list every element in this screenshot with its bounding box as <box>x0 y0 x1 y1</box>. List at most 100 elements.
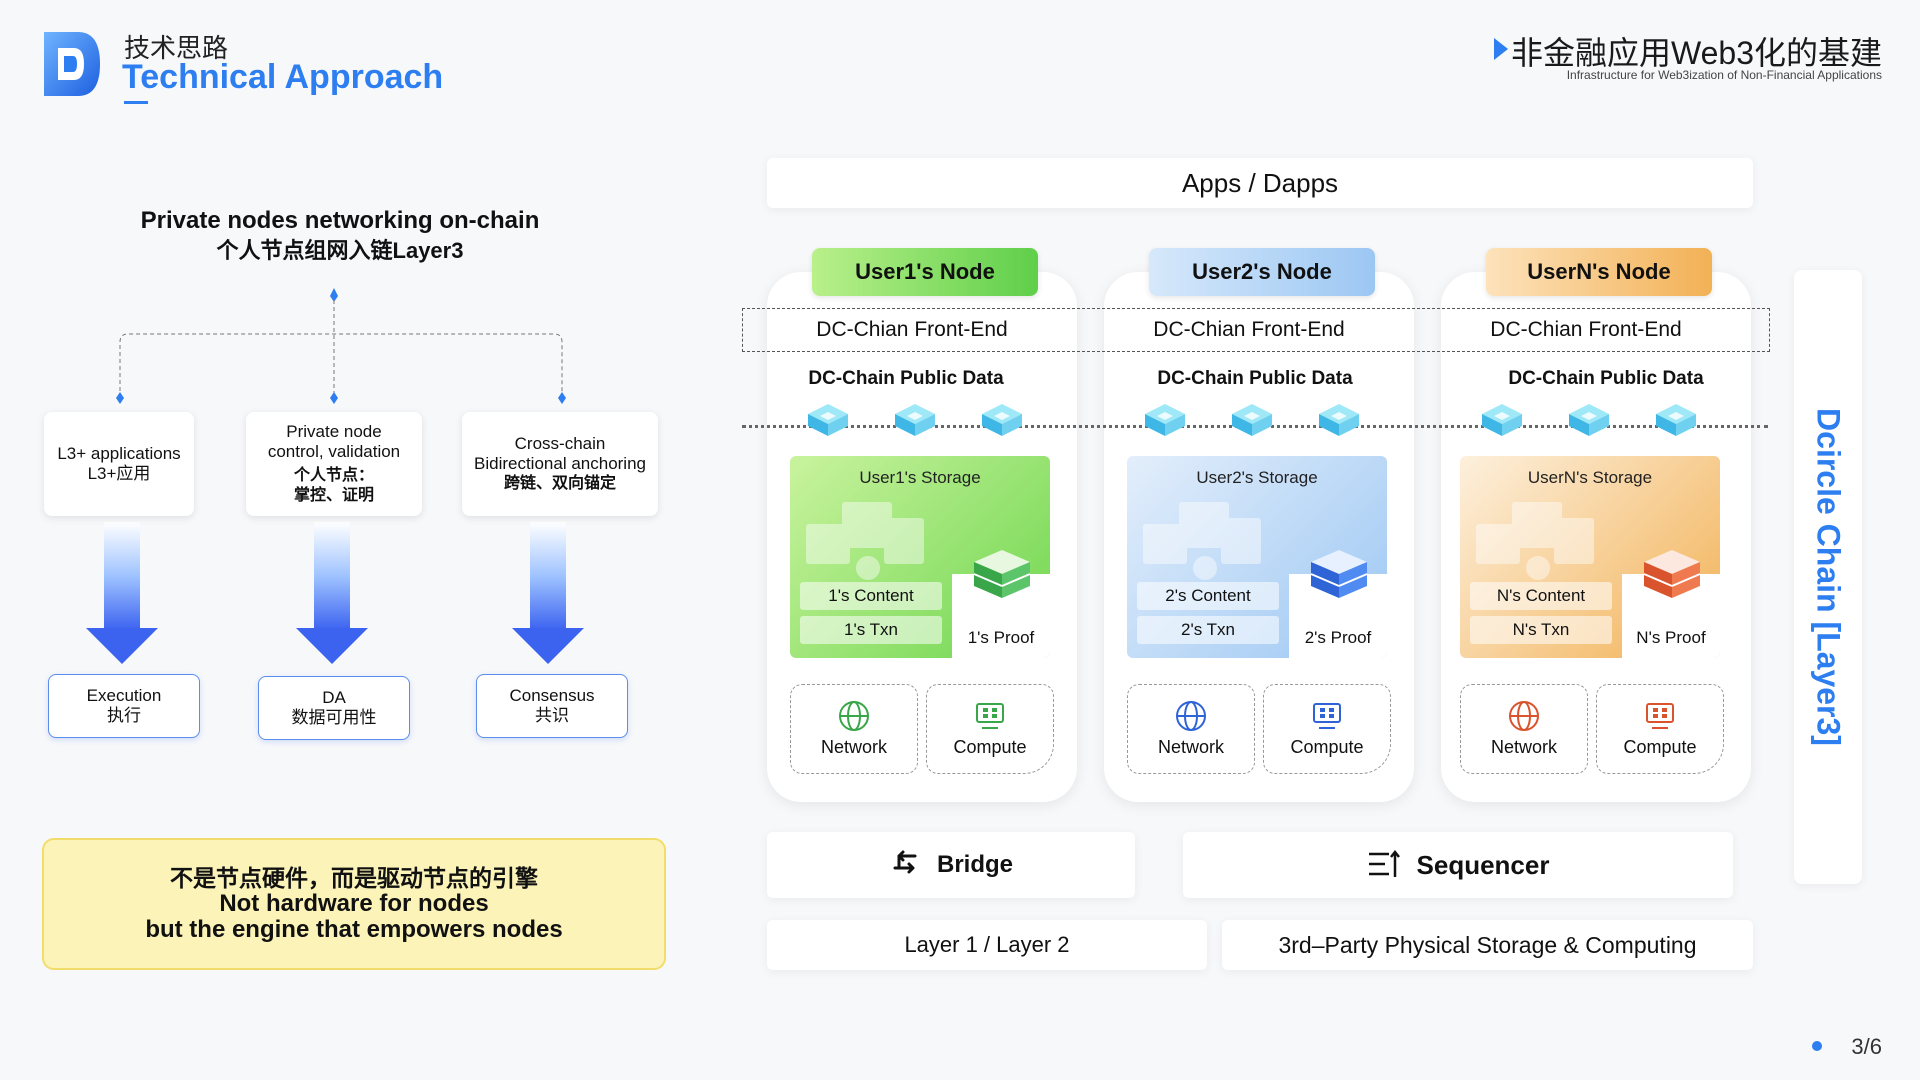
compute-grid-icon <box>976 703 1004 729</box>
arrow-down-1 <box>86 522 158 664</box>
network-card-1: Network <box>790 684 918 774</box>
box-l3-applications: L3+ applications L3+应用 <box>44 412 194 516</box>
compute-card-2: Compute <box>1263 684 1391 774</box>
note-en2: but the engine that empowers nodes <box>145 916 563 943</box>
execution-cn: 执行 <box>107 706 141 725</box>
box-cross-chain: Cross-chain Bidirectional anchoring 跨链、双… <box>462 412 658 516</box>
cube-icon <box>808 404 848 436</box>
slide-subtitle: Infrastructure for Web3ization of Non-Fi… <box>1566 68 1882 82</box>
cube-icon <box>982 404 1022 436</box>
compute-card-1: Compute <box>926 684 1054 774</box>
dcircle-chain-label: Dcircle Chain [Layer3] <box>1810 408 1847 746</box>
compute-card-3: Compute <box>1596 684 1724 774</box>
public-data-cubes <box>808 404 1696 436</box>
sequencer-label: Sequencer <box>1416 849 1550 880</box>
txn-pill-2: 2's Txn <box>1137 616 1279 644</box>
play-triangle-icon <box>1494 38 1508 60</box>
box-cross-en: Cross-chain <box>514 434 606 453</box>
compute-label-3: Compute <box>1623 737 1697 757</box>
globe-icon <box>1509 701 1539 731</box>
txn-pill-1: 1's Txn <box>800 616 942 644</box>
compute-label-1: Compute <box>953 737 1027 757</box>
box-da: DA 数据可用性 <box>258 676 410 740</box>
network-label-2: Network <box>1157 737 1224 757</box>
content-pill-1: 1's Content <box>800 582 942 610</box>
cube-icon <box>1319 404 1359 436</box>
node-header-1: User1's Node <box>812 248 1038 296</box>
execution-en: Execution <box>86 686 162 705</box>
section-title-en: Technical Approach <box>122 58 444 96</box>
public-data-label-3: DC-Chain Public Data <box>1508 368 1704 389</box>
txn-pill-3: N's Txn <box>1470 616 1612 644</box>
frontend-label-1: DC-Chian Front-End <box>816 318 1008 341</box>
media-files-icon <box>1143 502 1261 580</box>
bridge-bar: Bridge <box>767 832 1135 898</box>
third-party-bar: 3rd–Party Physical Storage & Computing <box>1222 920 1753 970</box>
arrow-down-2 <box>296 522 368 664</box>
media-files-icon <box>1476 502 1594 580</box>
sort-lines-icon <box>1368 849 1400 877</box>
proof-label-3: N's Proof <box>1636 628 1706 647</box>
left-title-en: Private nodes networking on-chain <box>140 207 540 234</box>
engine-note: 不是节点硬件，而是驱动节点的引擎 Not hardware for nodes … <box>42 838 666 970</box>
network-label-1: Network <box>820 737 887 757</box>
network-card-2: Network <box>1127 684 1255 774</box>
storage-panel-1: User1's Storage 1's Content 1's Txn 1's … <box>790 456 1050 658</box>
box-private-en: Private node <box>286 422 382 441</box>
proof-box-1: 1's Proof <box>952 550 1050 658</box>
cube-icon <box>1656 404 1696 436</box>
logo-icon <box>38 28 102 100</box>
globe-icon <box>1176 701 1206 731</box>
node-header-3: UserN's Node <box>1486 248 1712 296</box>
layer1-layer2-bar: Layer 1 / Layer 2 <box>767 920 1207 970</box>
apps-dapps-bar: Apps / Dapps <box>767 158 1753 208</box>
content-pill-2: 2's Content <box>1137 582 1279 610</box>
cube-icon <box>1145 404 1185 436</box>
title-underline <box>124 101 148 104</box>
page-dot-icon <box>1812 1041 1822 1051</box>
cube-icon <box>1482 404 1522 436</box>
left-diagram-title: Private nodes networking on-chain 个人节点组网… <box>90 206 590 266</box>
storage-panel-3: UserN's Storage N's Content N's Txn N's … <box>1460 456 1720 658</box>
frontend-label-2: DC-Chian Front-End <box>1153 318 1345 341</box>
dcircle-chain-bar: Dcircle Chain [Layer3] <box>1794 270 1862 884</box>
public-data-label-2: DC-Chain Public Data <box>1157 368 1353 389</box>
network-card-3: Network <box>1460 684 1588 774</box>
box-cross-en2: Bidirectional anchoring <box>474 454 646 473</box>
proof-box-3: N's Proof <box>1622 550 1720 658</box>
server-stack-icon <box>1310 550 1368 598</box>
box-private-cn2: 掌控、证明 <box>293 487 374 504</box>
network-label-3: Network <box>1490 737 1557 757</box>
box-l3-en: L3+ applications <box>57 444 181 463</box>
compute-label-2: Compute <box>1290 737 1364 757</box>
storage-label-1: User1's Storage <box>859 468 981 487</box>
server-stack-icon <box>973 550 1031 598</box>
section-title-cn: 技术思路 <box>124 33 229 63</box>
box-private-node: Private node control, validation 个人节点： 掌… <box>246 412 422 516</box>
proof-box-2: 2's Proof <box>1289 550 1387 658</box>
frontend-label-3: DC-Chian Front-End <box>1490 318 1682 341</box>
note-cn: 不是节点硬件，而是驱动节点的引擎 <box>170 865 538 891</box>
left-title-cn: 个人节点组网入链Layer3 <box>216 238 464 263</box>
cube-icon <box>895 404 935 436</box>
consensus-en: Consensus <box>509 686 595 705</box>
node-header-2: User2's Node <box>1149 248 1375 296</box>
compute-grid-icon <box>1646 703 1674 729</box>
box-l3-cn: L3+应用 <box>87 464 151 483</box>
compute-grid-icon <box>1313 703 1341 729</box>
storage-label-3: UserN's Storage <box>1527 468 1653 487</box>
frontend-dashed-band <box>742 308 1770 352</box>
box-execution: Execution 执行 <box>48 674 200 738</box>
box-consensus: Consensus 共识 <box>476 674 628 738</box>
box-private-en2: control, validation <box>267 442 401 461</box>
proof-label-1: 1's Proof <box>967 628 1035 647</box>
da-cn: 数据可用性 <box>291 708 377 727</box>
media-files-icon <box>806 502 924 580</box>
bridge-label: Bridge <box>936 851 1013 878</box>
cube-icon <box>1569 404 1609 436</box>
box-private-cn: 个人节点： <box>293 467 374 484</box>
content-pill-3: N's Content <box>1470 582 1612 610</box>
public-data-label-1: DC-Chain Public Data <box>808 368 1004 389</box>
globe-icon <box>839 701 869 731</box>
page-number: 3/6 <box>1851 1034 1882 1059</box>
